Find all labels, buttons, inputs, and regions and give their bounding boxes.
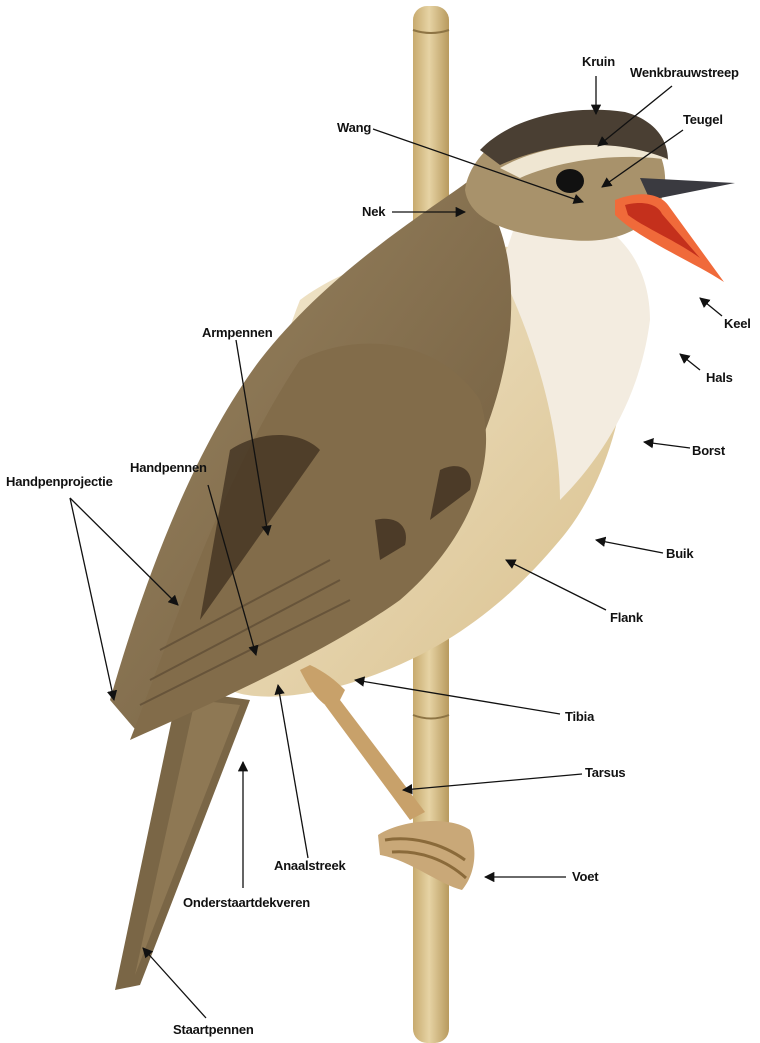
label-tibia: Tibia [565,709,595,724]
bird-eye [556,169,584,193]
label-teugel: Teugel [683,112,723,127]
bird-illustration [110,110,735,990]
label-anaalstreek: Anaalstreek [274,858,346,873]
label-handpennen: Handpennen [130,460,207,475]
label-wang: Wang [337,120,371,135]
label-borst: Borst [692,443,726,458]
label-onderstaartdekveren: Onderstaartdekveren [183,895,310,910]
label-staartpennen: Staartpennen [173,1022,254,1037]
label-nek: Nek [362,204,386,219]
arrow-keel [700,298,722,316]
label-armpennen: Armpennen [202,325,273,340]
label-keel: Keel [724,316,751,331]
label-tarsus: Tarsus [585,765,625,780]
arrow-anaalstreek [278,685,308,858]
label-voet: Voet [572,869,599,884]
arrow-tibia [355,680,560,714]
label-hals: Hals [706,370,733,385]
label-kruin: Kruin [582,54,615,69]
arrow-flank [506,560,606,610]
bird-tarsus [325,700,425,820]
arrow-buik [596,540,663,553]
label-wenkbrauwstreep: Wenkbrauwstreep [630,65,739,80]
arrow-hals [680,354,700,370]
label-buik: Buik [666,546,694,561]
label-handpenprojectie: Handpenprojectie [6,474,113,489]
label-flank: Flank [610,610,644,625]
arrow-staartpennen [143,948,206,1018]
arrow-borst [644,442,690,448]
arrow-handpenprojectie-lower [70,498,114,700]
